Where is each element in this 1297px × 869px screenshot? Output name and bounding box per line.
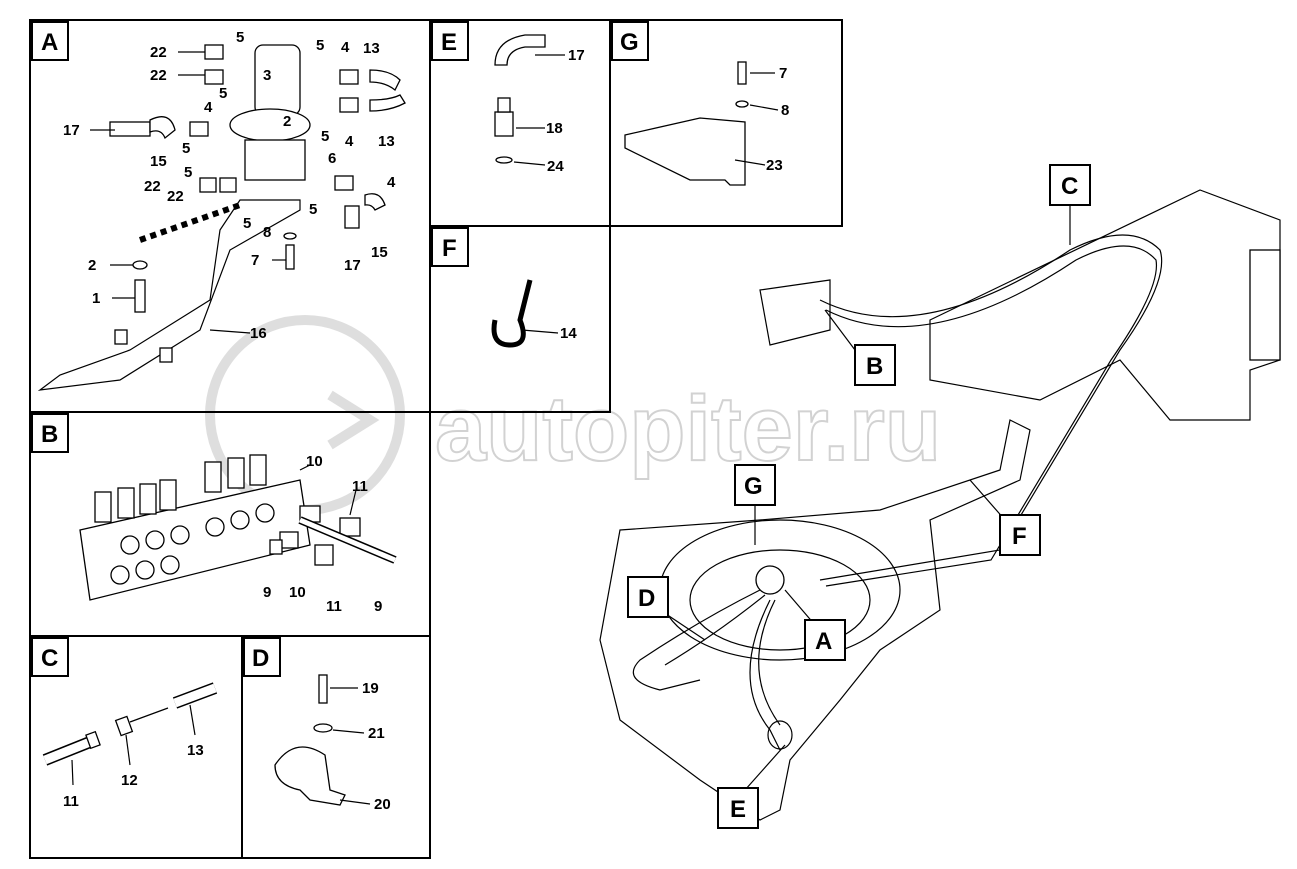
- callout-g: [734, 464, 776, 506]
- panel-c-drawing: 11 12 13: [42, 682, 218, 810]
- svg-text:20: 20: [374, 796, 391, 813]
- svg-text:23: 23: [766, 157, 783, 174]
- callout-a: [804, 619, 846, 661]
- svg-text:24: 24: [547, 158, 564, 175]
- machine-overview-drawing: [599, 189, 1281, 821]
- svg-text:5: 5: [236, 29, 244, 46]
- svg-text:7: 7: [779, 65, 787, 82]
- svg-text:5: 5: [321, 128, 329, 145]
- svg-text:C: C: [1061, 173, 1078, 200]
- svg-text:22: 22: [144, 178, 161, 195]
- svg-text:16: 16: [250, 325, 267, 342]
- callout-c: [1049, 164, 1091, 206]
- svg-text:17: 17: [344, 257, 361, 274]
- svg-text:D: D: [638, 585, 655, 612]
- callout-f: [999, 514, 1041, 556]
- svg-text:9: 9: [374, 598, 382, 615]
- svg-text:5: 5: [219, 85, 227, 102]
- svg-text:G: G: [744, 473, 763, 500]
- svg-text:E: E: [441, 29, 457, 56]
- svg-text:7: 7: [251, 252, 259, 269]
- svg-text:5: 5: [243, 215, 251, 232]
- panel-f: [429, 225, 611, 413]
- svg-text:15: 15: [371, 244, 388, 261]
- svg-text:22: 22: [150, 67, 167, 84]
- svg-text:9: 9: [263, 584, 271, 601]
- svg-text:E: E: [730, 796, 746, 823]
- svg-text:14: 14: [560, 325, 577, 342]
- svg-text:11: 11: [326, 598, 342, 615]
- svg-text:17: 17: [568, 47, 585, 64]
- svg-text:22: 22: [167, 188, 184, 205]
- svg-text:10: 10: [289, 584, 306, 601]
- svg-text:A: A: [815, 628, 832, 655]
- svg-text:6: 6: [328, 150, 336, 167]
- svg-text:2: 2: [283, 113, 291, 130]
- svg-text:10: 10: [306, 453, 323, 470]
- callout-d: [627, 576, 669, 618]
- svg-text:5: 5: [316, 37, 324, 54]
- panel-a-drawing: [37, 44, 406, 391]
- svg-text:3: 3: [263, 67, 271, 84]
- panel-d-drawing: 19 21 20: [274, 674, 391, 813]
- svg-text:F: F: [1012, 523, 1027, 550]
- panel-a-part-numbers: 22 5 5 4 13 22 3 5 4 2 5 4 13 17 15 5 5 …: [63, 29, 396, 342]
- panel-g-drawing: 7 8 23: [624, 61, 789, 186]
- overview-callouts: B C G D A F E: [627, 164, 1091, 829]
- svg-text:5: 5: [309, 201, 317, 218]
- svg-text:19: 19: [362, 680, 379, 697]
- svg-text:21: 21: [368, 725, 385, 742]
- panel-b-drawing: 10 11 9 10 11 9: [79, 453, 397, 615]
- svg-text:4: 4: [387, 174, 396, 191]
- svg-text:11: 11: [63, 793, 79, 810]
- svg-text:13: 13: [363, 40, 380, 57]
- svg-text:22: 22: [150, 44, 167, 61]
- svg-text:F: F: [442, 235, 457, 262]
- panel-e-drawing: 17 18 24: [494, 34, 585, 175]
- svg-text:B: B: [41, 421, 58, 448]
- svg-text:17: 17: [63, 122, 80, 139]
- svg-text:11: 11: [352, 478, 368, 495]
- panel-d: [241, 635, 431, 859]
- svg-text:2: 2: [88, 257, 96, 274]
- svg-text:A: A: [41, 29, 58, 56]
- svg-text:5: 5: [184, 164, 192, 181]
- svg-text:18: 18: [546, 120, 563, 137]
- svg-text:15: 15: [150, 153, 167, 170]
- svg-text:13: 13: [378, 133, 395, 150]
- svg-text:1: 1: [92, 290, 100, 307]
- callout-b: [854, 344, 896, 386]
- svg-text:5: 5: [182, 140, 190, 157]
- panel-g: [609, 19, 843, 227]
- watermark: autopiter.ru: [205, 315, 942, 515]
- svg-text:13: 13: [187, 742, 204, 759]
- svg-text:4: 4: [204, 99, 213, 116]
- svg-text:C: C: [41, 645, 58, 672]
- svg-text:B: B: [866, 353, 883, 380]
- svg-text:4: 4: [341, 39, 350, 56]
- svg-text:G: G: [620, 29, 639, 56]
- panel-tags: A E G F B C D: [31, 21, 649, 677]
- svg-text:D: D: [252, 645, 269, 672]
- callout-e: [717, 787, 759, 829]
- watermark-text: autopiter.ru: [435, 378, 941, 480]
- svg-text:8: 8: [263, 224, 271, 241]
- panel-f-drawing: 14: [491, 279, 577, 348]
- svg-text:12: 12: [121, 772, 138, 789]
- svg-text:8: 8: [781, 102, 789, 119]
- svg-text:4: 4: [345, 133, 354, 150]
